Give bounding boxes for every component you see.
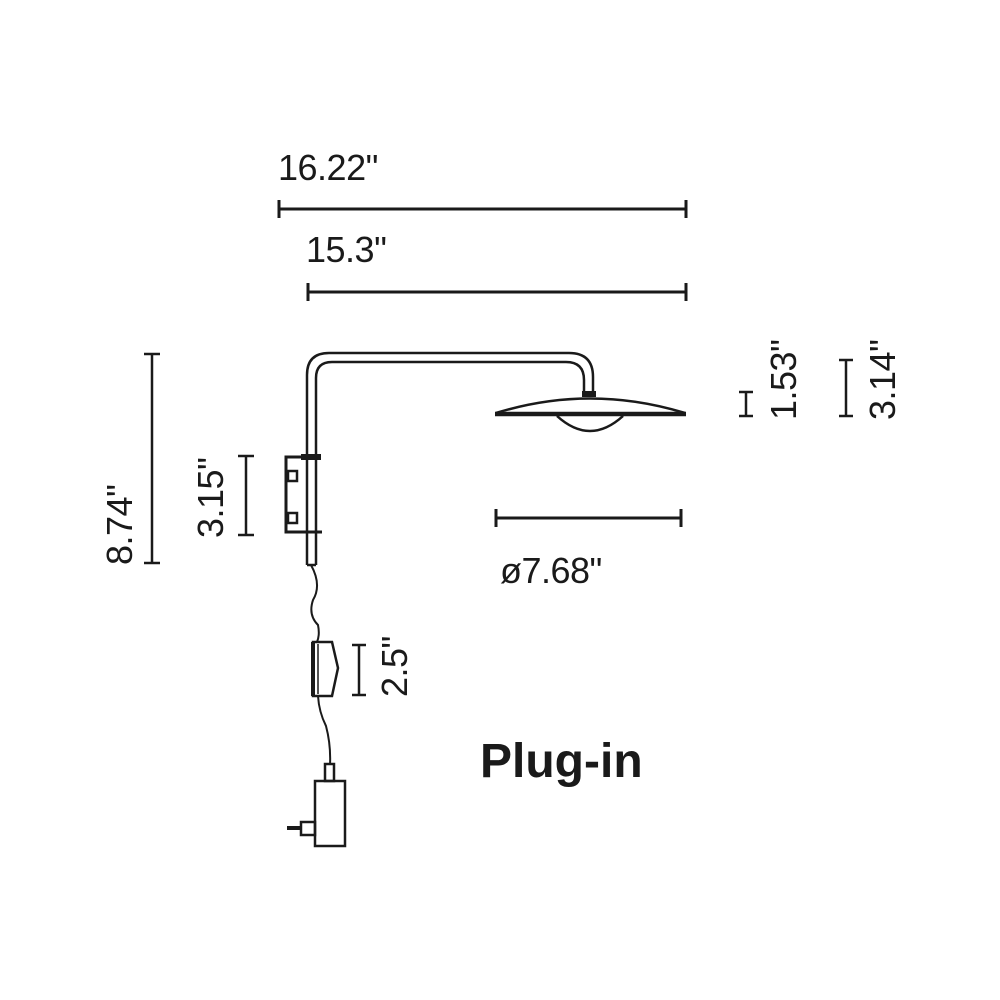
label-bracket-height: 3.15" bbox=[190, 457, 231, 538]
wall-bracket bbox=[284, 454, 322, 534]
dim-line-switch-height bbox=[352, 643, 366, 697]
dim-line-head-height bbox=[739, 390, 753, 418]
dim-line-arm-width bbox=[306, 283, 688, 301]
label-head-height: 1.53" bbox=[763, 339, 804, 420]
dim-line-overall-width bbox=[277, 200, 688, 218]
plug-adapter bbox=[287, 762, 347, 848]
dim-line-bracket-height bbox=[238, 454, 254, 537]
lamp-arm bbox=[305, 351, 595, 567]
label-overall-width: 16.22" bbox=[278, 147, 378, 188]
diagram-title: Plug-in bbox=[480, 735, 643, 788]
label-total-height: 8.74" bbox=[99, 484, 140, 565]
label-shade-diameter: ø7.68" bbox=[500, 550, 602, 591]
power-cable bbox=[310, 564, 332, 766]
label-arm-width: 15.3" bbox=[306, 229, 387, 270]
label-overall-head-height: 3.14" bbox=[862, 339, 903, 420]
dim-line-total-height bbox=[144, 352, 160, 565]
lamp-shade bbox=[495, 391, 686, 433]
dim-line-shade-diameter bbox=[494, 509, 683, 527]
dim-line-overall-head-height bbox=[839, 358, 853, 418]
label-switch-height: 2.5" bbox=[374, 636, 415, 697]
inline-switch bbox=[311, 640, 340, 698]
